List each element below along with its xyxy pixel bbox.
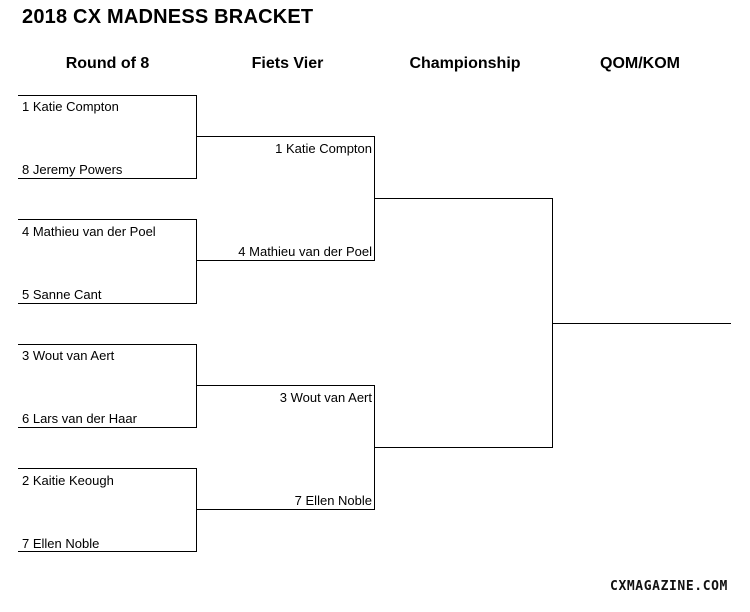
fiets-vier-line-2 xyxy=(196,260,375,261)
cxmagazine-watermark: CXMAGAZINE.COM xyxy=(610,579,728,594)
column-header-championship: Championship xyxy=(409,55,521,72)
round8-line-6 xyxy=(18,427,197,428)
qom-kom-line xyxy=(552,323,731,324)
round8-line-2 xyxy=(18,178,197,179)
round8-line-4 xyxy=(18,303,197,304)
column-header-fiets-vier: Fiets Vier xyxy=(251,55,324,72)
fiets-vier-line-4 xyxy=(196,509,375,510)
round8-slot-2: 8 Jeremy Powers xyxy=(22,162,123,177)
championship-line-1 xyxy=(374,198,553,199)
fiets-vier-slot-2: 4 Mathieu van der Poel xyxy=(238,244,372,259)
fiets-vier-slot-1: 1 Katie Compton xyxy=(275,141,372,156)
round8-slot-8: 7 Ellen Noble xyxy=(22,536,100,551)
bracket-title: 2018 CX MADNESS BRACKET xyxy=(22,6,314,28)
column-header-round-of-8: Round of 8 xyxy=(65,55,150,72)
fiets-vier-line-1 xyxy=(196,136,375,137)
round8-slot-3: 4 Mathieu van der Poel xyxy=(22,224,156,239)
fiets-vier-slot-4: 7 Ellen Noble xyxy=(294,493,372,508)
round8-line-8 xyxy=(18,551,197,552)
round8-connector-3 xyxy=(196,344,197,428)
championship-line-2 xyxy=(374,447,553,448)
fiets-vier-slot-3: 3 Wout van Aert xyxy=(279,390,372,405)
round8-slot-4: 5 Sanne Cant xyxy=(22,287,102,302)
fiets-vier-line-3 xyxy=(196,385,375,386)
round8-line-5 xyxy=(18,344,197,345)
round8-connector-1 xyxy=(196,95,197,179)
round8-slot-5: 3 Wout van Aert xyxy=(22,348,115,363)
round8-connector-2 xyxy=(196,219,197,304)
round8-slot-6: 6 Lars van der Haar xyxy=(22,411,137,426)
round8-line-1 xyxy=(18,95,197,96)
round8-line-7 xyxy=(18,468,197,469)
round8-slot-1: 1 Katie Compton xyxy=(22,99,119,114)
round8-connector-4 xyxy=(196,468,197,552)
round8-line-3 xyxy=(18,219,197,220)
column-header-qom-kom: QOM/KOM xyxy=(600,55,680,72)
round8-slot-7: 2 Kaitie Keough xyxy=(22,473,114,488)
